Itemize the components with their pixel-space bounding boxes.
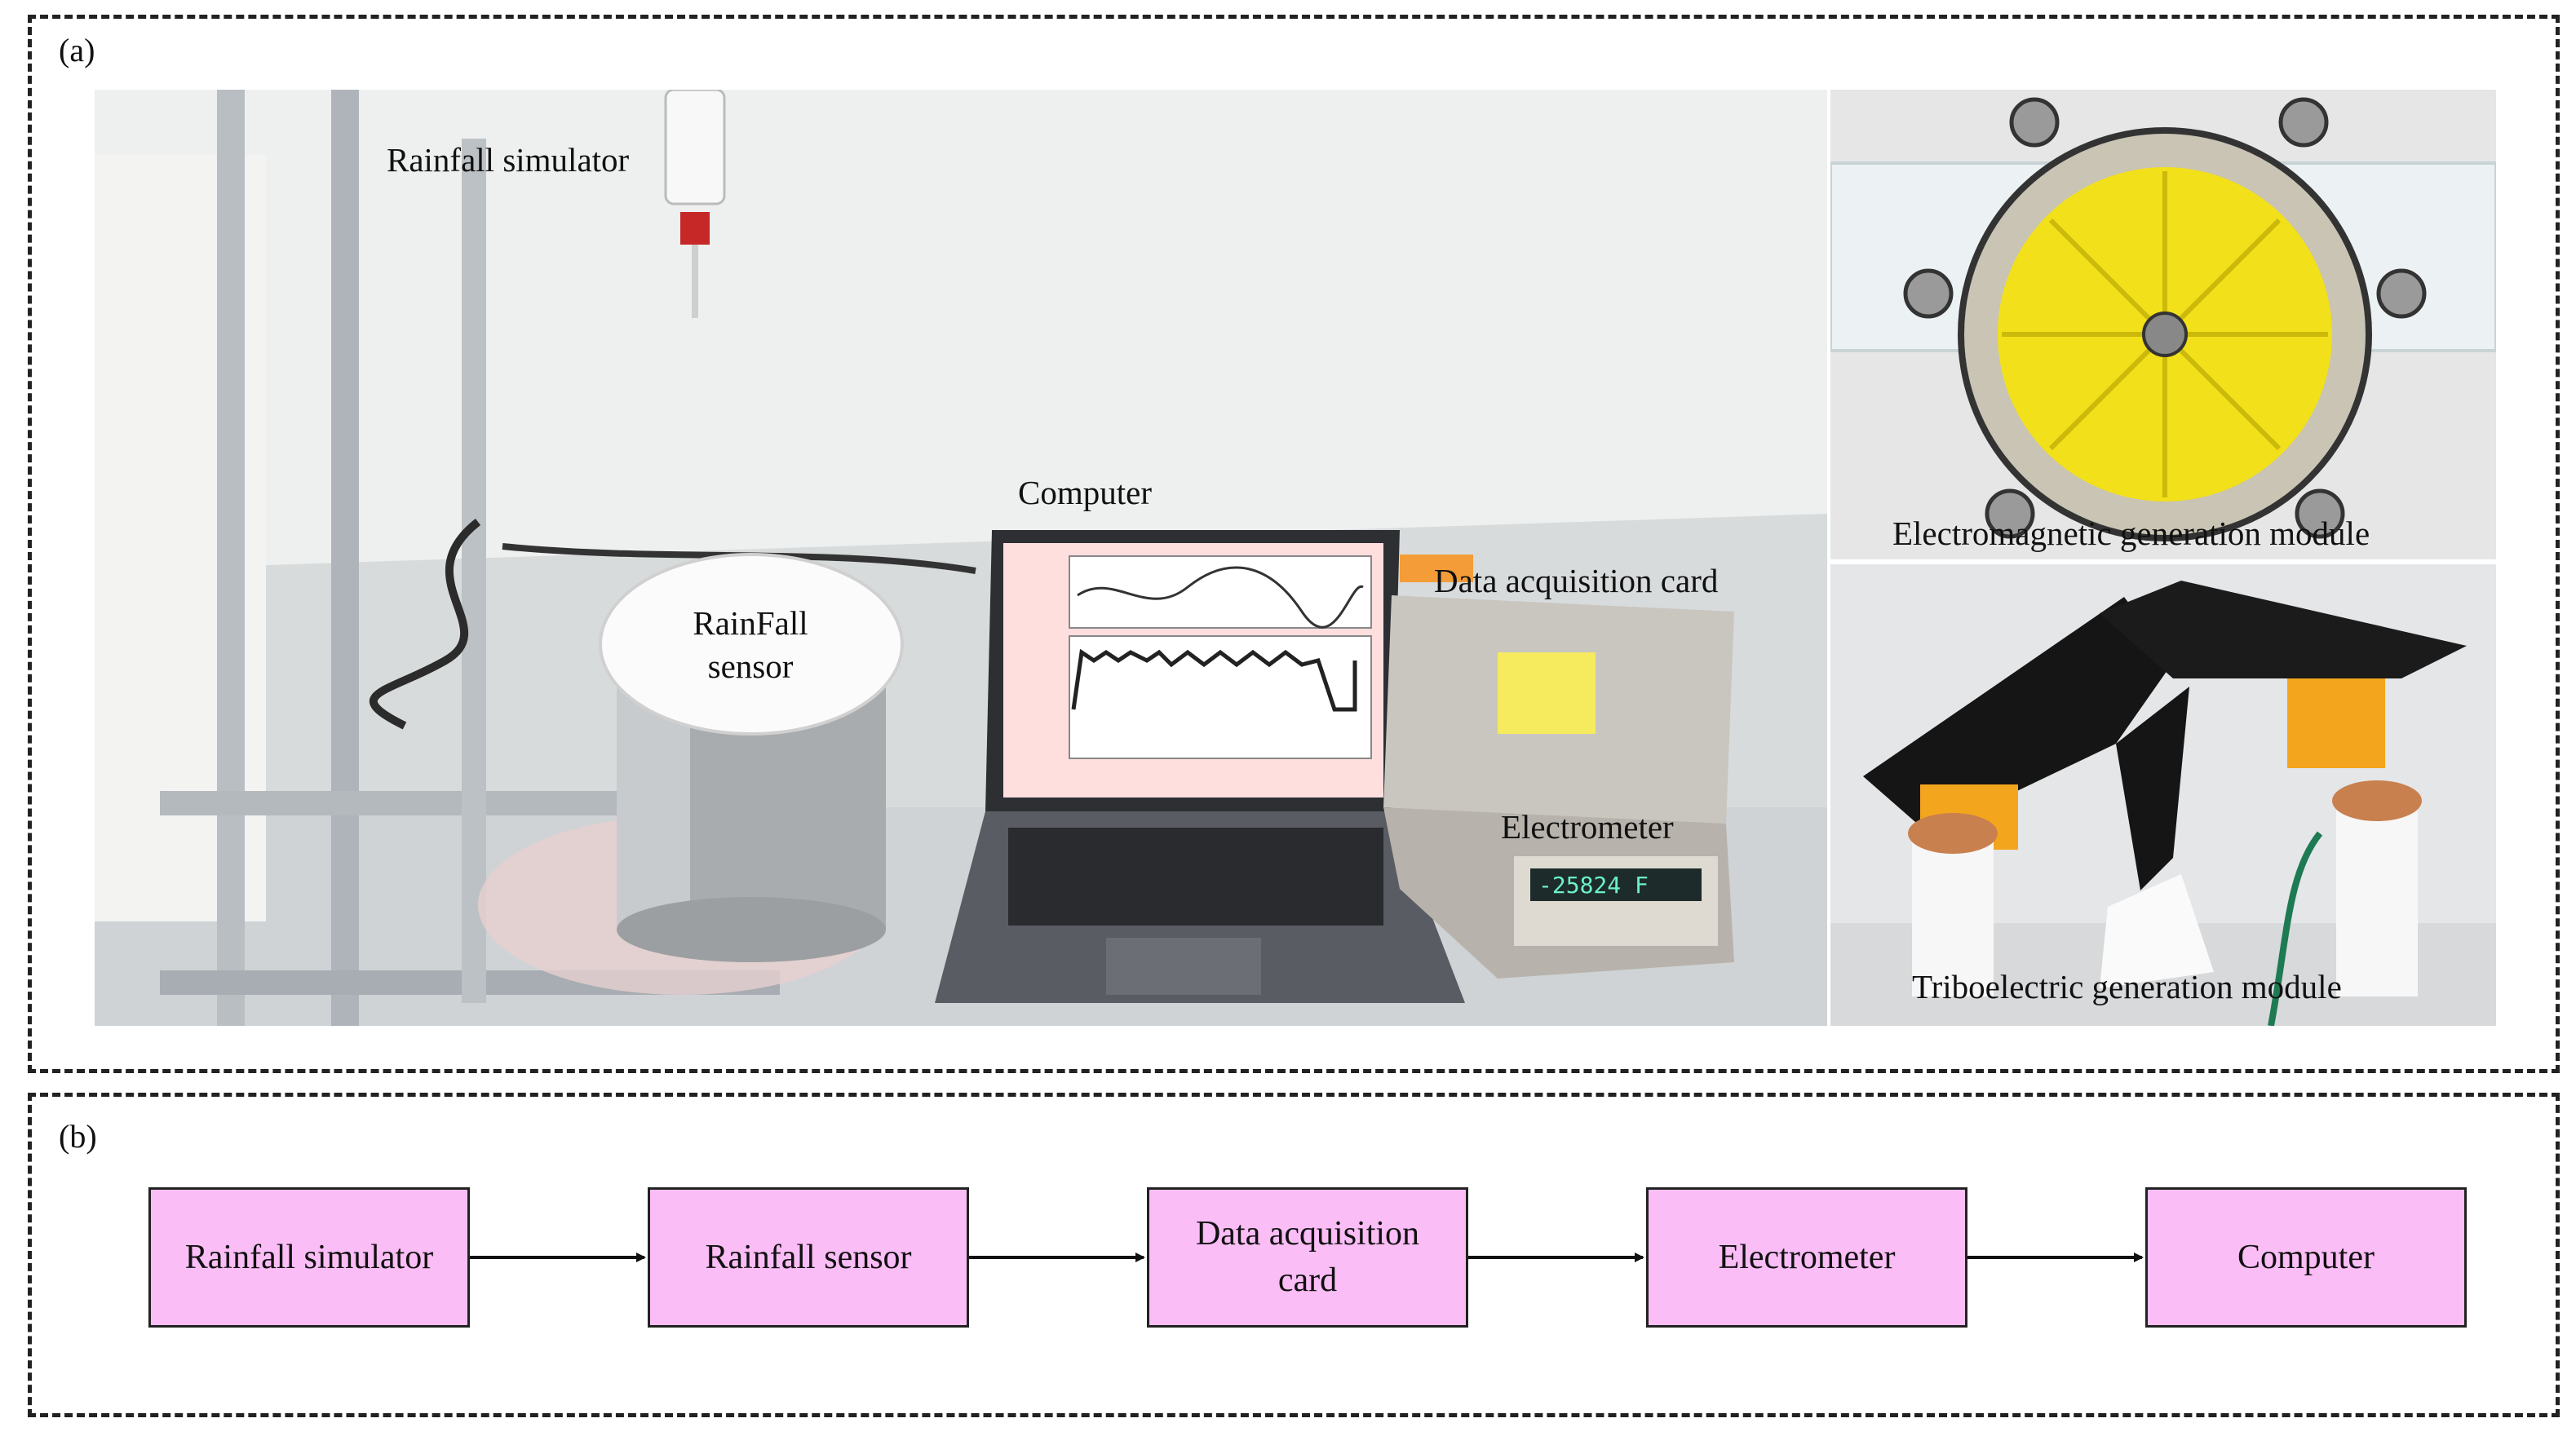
flow-box-computer: Computer	[2145, 1187, 2467, 1328]
electromagnetic-module-photo	[1830, 90, 2496, 559]
callout-electromagnetic-module: Electromagnetic generation module	[1892, 515, 2370, 552]
panel-b-frame	[28, 1093, 2560, 1417]
callout-triboelectric-module: Triboelectric generation module	[1912, 968, 2342, 1005]
flow-box-data-acquisition-card: Data acquisition card	[1147, 1187, 1468, 1328]
callout-computer: Computer	[1018, 474, 1152, 511]
flow-box-rainfall-sensor: Rainfall sensor	[648, 1187, 969, 1328]
panel-a-label: (a)	[59, 32, 95, 68]
callout-electrometer: Electrometer	[1501, 808, 1674, 846]
flow-box-rainfall-simulator: Rainfall simulator	[148, 1187, 470, 1328]
panel-a-frame	[28, 15, 2560, 1073]
callout-rainfall-sensor-line2: sensor	[707, 647, 794, 686]
panel-b-label: (b)	[59, 1118, 97, 1155]
callout-data-acquisition-card: Data acquisition card	[1434, 562, 1719, 599]
lab-setup-photo: -25824 F	[95, 90, 1827, 1026]
callout-rainfall-sensor-line1: RainFall	[693, 604, 808, 642]
callout-rainfall-simulator: Rainfall simulator	[387, 141, 630, 179]
flow-box-electrometer: Electrometer	[1646, 1187, 1967, 1328]
triboelectric-module-photo	[1830, 564, 2496, 1026]
callout-rainfall-sensor: RainFall sensor	[653, 602, 848, 689]
device-readout: -25824 F	[1538, 872, 1649, 899]
